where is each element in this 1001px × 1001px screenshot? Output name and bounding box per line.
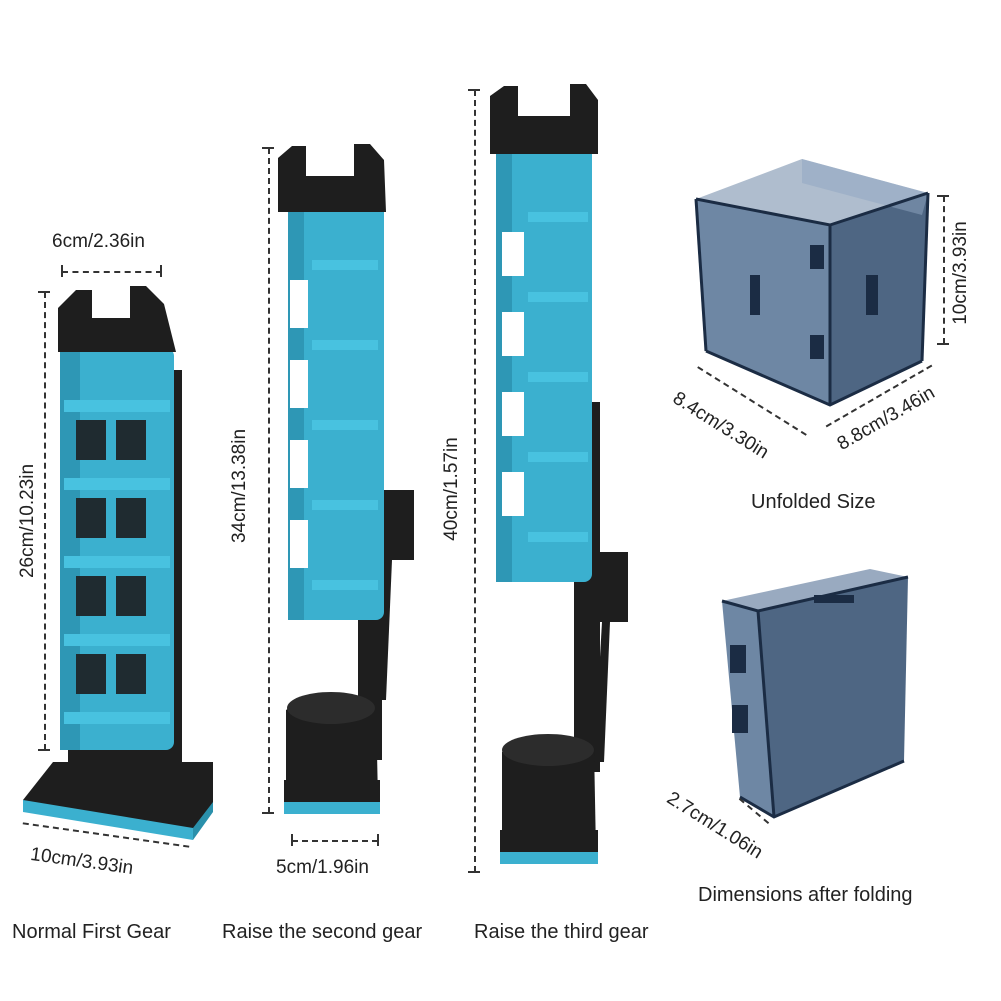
gear2-height-label: 34cm/13.38in	[229, 428, 250, 544]
unfolded-box-illustration	[694, 159, 930, 407]
gear2-base-width-label: 5cm/1.96in	[276, 857, 369, 878]
dim-tick	[937, 343, 949, 345]
dim-tick	[468, 871, 480, 873]
gear3-caption: Raise the third gear	[474, 921, 649, 943]
gear1-rod-holder-illustration	[23, 286, 213, 840]
gear1-caption: Normal First Gear	[12, 921, 171, 943]
dim-tick	[38, 749, 50, 751]
folded-caption: Dimensions after folding	[698, 884, 913, 906]
gear3-rod-holder-illustration	[490, 84, 628, 864]
gear2-caption: Raise the second gear	[222, 921, 423, 943]
gear2-height-dash	[268, 148, 270, 813]
gear1-top-width-dash	[62, 271, 162, 273]
unfolded-height-label: 10cm/3.93in	[950, 221, 971, 325]
gear1-height-dash	[44, 292, 46, 750]
gear2-rod-holder-illustration	[278, 144, 414, 814]
dim-tick	[937, 195, 949, 197]
gear1-top-width-label: 6cm/2.36in	[52, 231, 145, 252]
folded-box-illustration	[721, 569, 909, 819]
dim-tick	[61, 265, 63, 277]
unfolded-height-dash	[943, 196, 945, 344]
gear2-base-width-dash	[292, 840, 378, 842]
dim-tick	[38, 291, 50, 293]
dim-tick	[468, 89, 480, 91]
gear3-height-label: 40cm/1.57in	[441, 437, 462, 541]
gear1-base-width-label: 10cm/3.93in	[29, 843, 135, 880]
dim-tick	[160, 265, 162, 277]
dim-tick	[291, 834, 293, 846]
dim-tick	[262, 147, 274, 149]
dim-tick	[377, 834, 379, 846]
gear3-height-dash	[474, 90, 476, 872]
unfolded-caption: Unfolded Size	[751, 491, 876, 513]
dim-tick	[262, 812, 274, 814]
